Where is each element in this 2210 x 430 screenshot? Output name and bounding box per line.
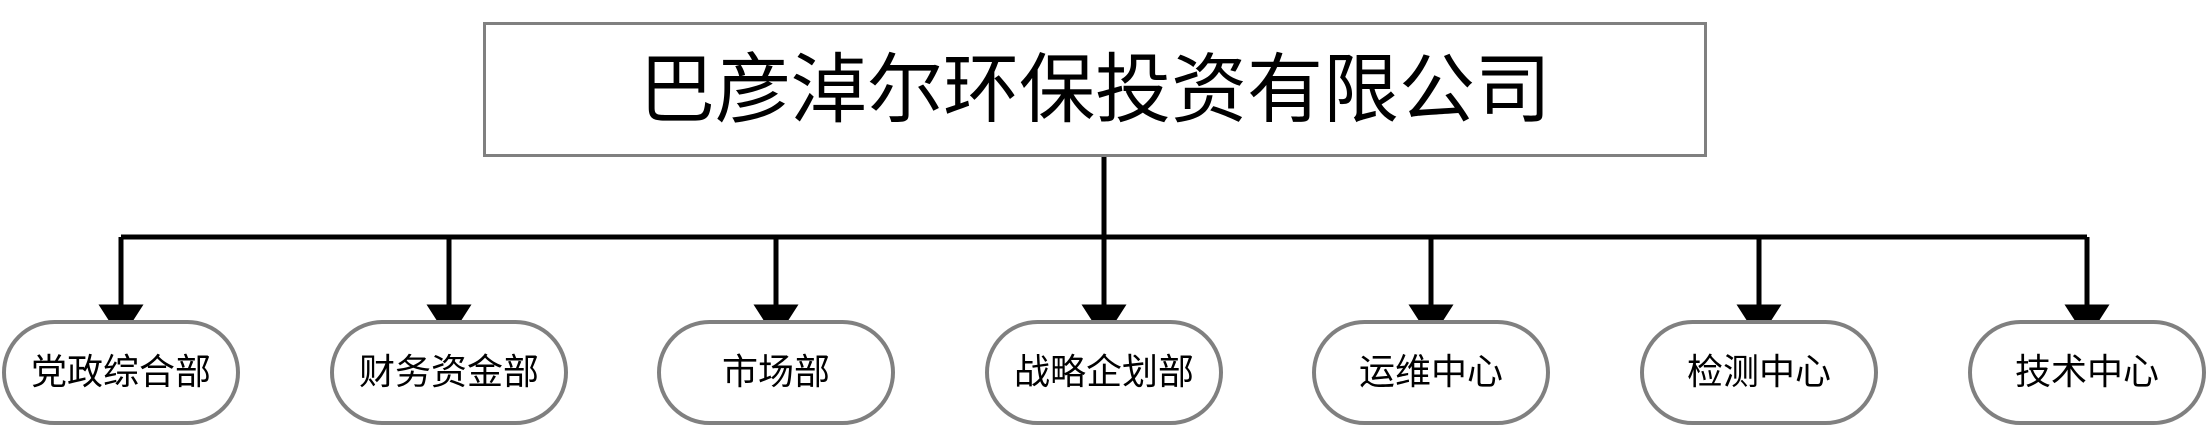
org-node-child-1-label: 党政综合部	[30, 351, 211, 393]
org-node-child-5[interactable]: 运维中心	[1312, 320, 1550, 425]
org-node-child-4-label: 战略企划部	[1013, 351, 1194, 393]
org-node-child-6-label: 检测中心	[1686, 351, 1831, 393]
org-node-child-4[interactable]: 战略企划部	[985, 320, 1223, 425]
org-node-root[interactable]: 巴彦淖尔环保投资有限公司	[483, 22, 1707, 157]
org-node-child-1[interactable]: 党政综合部	[2, 320, 240, 425]
org-node-child-2-label: 财务资金部	[358, 351, 539, 393]
org-node-child-5-label: 运维中心	[1358, 351, 1503, 393]
org-node-child-7-label: 技术中心	[2014, 351, 2159, 393]
org-node-child-7[interactable]: 技术中心	[1968, 320, 2206, 425]
org-node-child-2[interactable]: 财务资金部	[330, 320, 568, 425]
org-node-root-label: 巴彦淖尔环保投资有限公司	[639, 44, 1551, 134]
org-node-child-3-label: 市场部	[721, 351, 830, 393]
org-node-child-6[interactable]: 检测中心	[1640, 320, 1878, 425]
org-node-child-3[interactable]: 市场部	[657, 320, 895, 425]
